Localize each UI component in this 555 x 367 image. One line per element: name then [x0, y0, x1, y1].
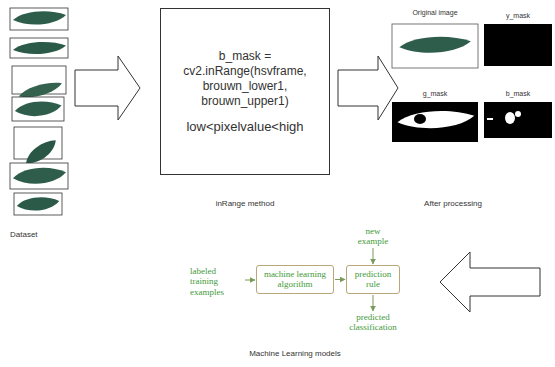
image-frame: [14, 193, 62, 215]
text-node: new example: [353, 226, 393, 247]
flow-arrow: [373, 248, 374, 264]
block-arrow: [75, 56, 140, 120]
image-title: Original image: [392, 9, 478, 17]
mask-shape: [505, 112, 515, 124]
mask-hole: [414, 114, 426, 124]
node-text: labeled training examples: [190, 266, 244, 297]
node-text: prediction rule: [350, 269, 396, 290]
section-label: Dataset: [10, 230, 70, 240]
image-title: g_mask: [392, 90, 478, 98]
leaf-image: [17, 197, 59, 210]
section-label: inRange method: [195, 199, 295, 209]
leaf-image: [15, 102, 62, 117]
mask-shape: [487, 118, 493, 120]
leaf-image: [13, 168, 66, 184]
node-text: low<pixelvalue<high: [186, 119, 303, 134]
node-text: machine learning algorithm: [260, 269, 330, 290]
leaf-image: [13, 11, 66, 24]
mask-image: [484, 24, 552, 66]
text-node: labeled training examples: [190, 266, 244, 298]
mask-shape: [397, 111, 474, 128]
leaf-image: [399, 37, 471, 53]
mask-image: [392, 102, 478, 142]
section-label: After processing: [408, 199, 498, 209]
image-frame: [10, 8, 68, 30]
dataset-images: [10, 8, 68, 215]
node-text: predicted classification: [343, 312, 403, 333]
section-label: Machine Learning models: [225, 349, 365, 359]
flow-arrow: [335, 279, 345, 280]
process-box: machine learning algorithm: [256, 265, 334, 294]
process-box: prediction rule: [346, 265, 400, 294]
flow-arrow: [373, 295, 374, 311]
text-node: predicted classification: [343, 312, 403, 333]
leaf-image: [13, 42, 66, 54]
image-title: y_mask: [484, 12, 552, 20]
code-box: b_mask = cv2.inRange(hsvframe, brouwn_lo…: [160, 8, 330, 175]
image-frame: [10, 163, 68, 189]
mask-shape: [515, 111, 521, 117]
image-frame: [392, 24, 478, 68]
flow-arrow: [245, 280, 255, 281]
image-title: b_mask: [484, 90, 552, 98]
block-arrow: [440, 252, 540, 312]
node-text: new example: [353, 226, 393, 247]
mask-image: [484, 102, 552, 138]
image-frame: [10, 38, 68, 58]
block-arrow: [338, 56, 398, 120]
image-frame: [12, 97, 64, 121]
node-text: b_mask = cv2.inRange(hsvframe, brouwn_lo…: [179, 49, 311, 109]
